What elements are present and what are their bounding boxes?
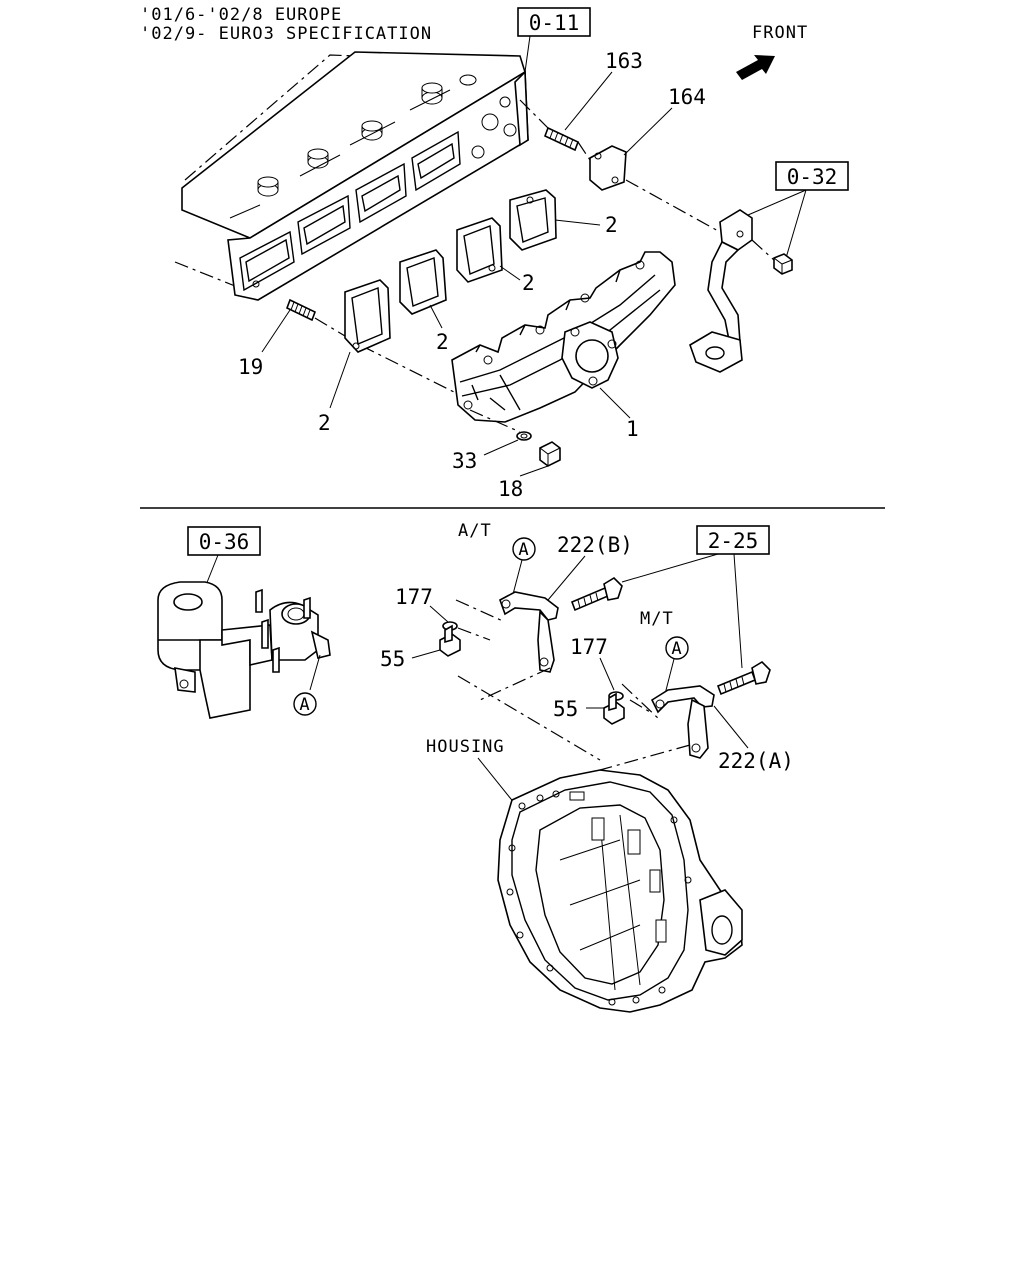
part-number-2-c: 2	[436, 330, 449, 354]
part-number-222a: 222(A)	[718, 749, 794, 773]
washer-33[interactable]	[516, 431, 532, 441]
part-number-33: 33	[452, 449, 477, 473]
callout-a-actuator[interactable]: A	[293, 692, 317, 716]
bolt-2-25-upper[interactable]	[570, 576, 623, 612]
part-number-2-d: 2	[318, 411, 331, 435]
ref-box-0-36[interactable]: 0-36	[187, 526, 261, 556]
bolt-55-mt[interactable]	[603, 692, 625, 725]
exhaust-manifold-1[interactable]	[451, 251, 676, 423]
spec-note-line-1: '01/6-'02/8 EUROPE	[140, 5, 342, 25]
cylinder-head	[174, 51, 529, 301]
nut-egr-pipe[interactable]	[773, 253, 793, 275]
part-number-2-a: 2	[605, 213, 618, 237]
gasket-164[interactable]	[589, 145, 627, 191]
egr-pipe[interactable]	[689, 209, 753, 373]
callout-a-mt[interactable]: A	[665, 636, 689, 660]
front-label: FRONT	[752, 23, 808, 43]
part-number-18: 18	[498, 477, 523, 501]
nut-18[interactable]	[539, 441, 561, 467]
ref-box-2-25-label: 2-25	[708, 529, 759, 553]
callout-a-at[interactable]: A	[512, 537, 536, 561]
housing-label: HOUSING	[426, 737, 505, 757]
mt-label: M/T	[640, 609, 674, 629]
front-arrow-icon	[736, 55, 775, 80]
part-number-177-mt: 177	[570, 635, 608, 659]
part-number-2-b: 2	[522, 271, 535, 295]
exhaust-brake-actuator	[157, 581, 331, 719]
stud-19[interactable]	[285, 298, 317, 322]
ref-box-0-32-label: 0-32	[787, 165, 838, 189]
at-label: A/T	[458, 521, 492, 541]
bolt-55-at[interactable]	[439, 624, 461, 657]
part-number-19: 19	[238, 355, 263, 379]
part-number-1: 1	[626, 417, 639, 441]
spec-note-line-2: '02/9- EURO3 SPECIFICATION	[140, 24, 432, 44]
part-number-163: 163	[605, 49, 643, 73]
ref-box-0-32[interactable]: 0-32	[775, 161, 849, 191]
bracket-222a[interactable]	[650, 685, 715, 759]
svg-text:A: A	[518, 540, 529, 560]
svg-text:A: A	[299, 695, 310, 715]
bolt-2-25-lower[interactable]	[716, 660, 771, 696]
stud-163[interactable]	[543, 126, 580, 152]
ref-box-2-25[interactable]: 2-25	[696, 525, 770, 555]
part-number-222b: 222(B)	[557, 533, 633, 557]
ref-box-0-11[interactable]: 0-11	[517, 7, 591, 37]
transmission-housing	[497, 769, 743, 1013]
svg-text:A: A	[671, 639, 682, 659]
part-number-55-at: 55	[380, 647, 405, 671]
ref-box-0-36-label: 0-36	[199, 530, 250, 554]
part-number-177-at: 177	[395, 585, 433, 609]
ref-box-0-11-label: 0-11	[529, 11, 580, 35]
bracket-222b[interactable]	[499, 591, 559, 673]
part-number-164: 164	[668, 85, 706, 109]
gasket-2-set[interactable]	[344, 189, 557, 353]
part-number-55-mt: 55	[553, 697, 578, 721]
